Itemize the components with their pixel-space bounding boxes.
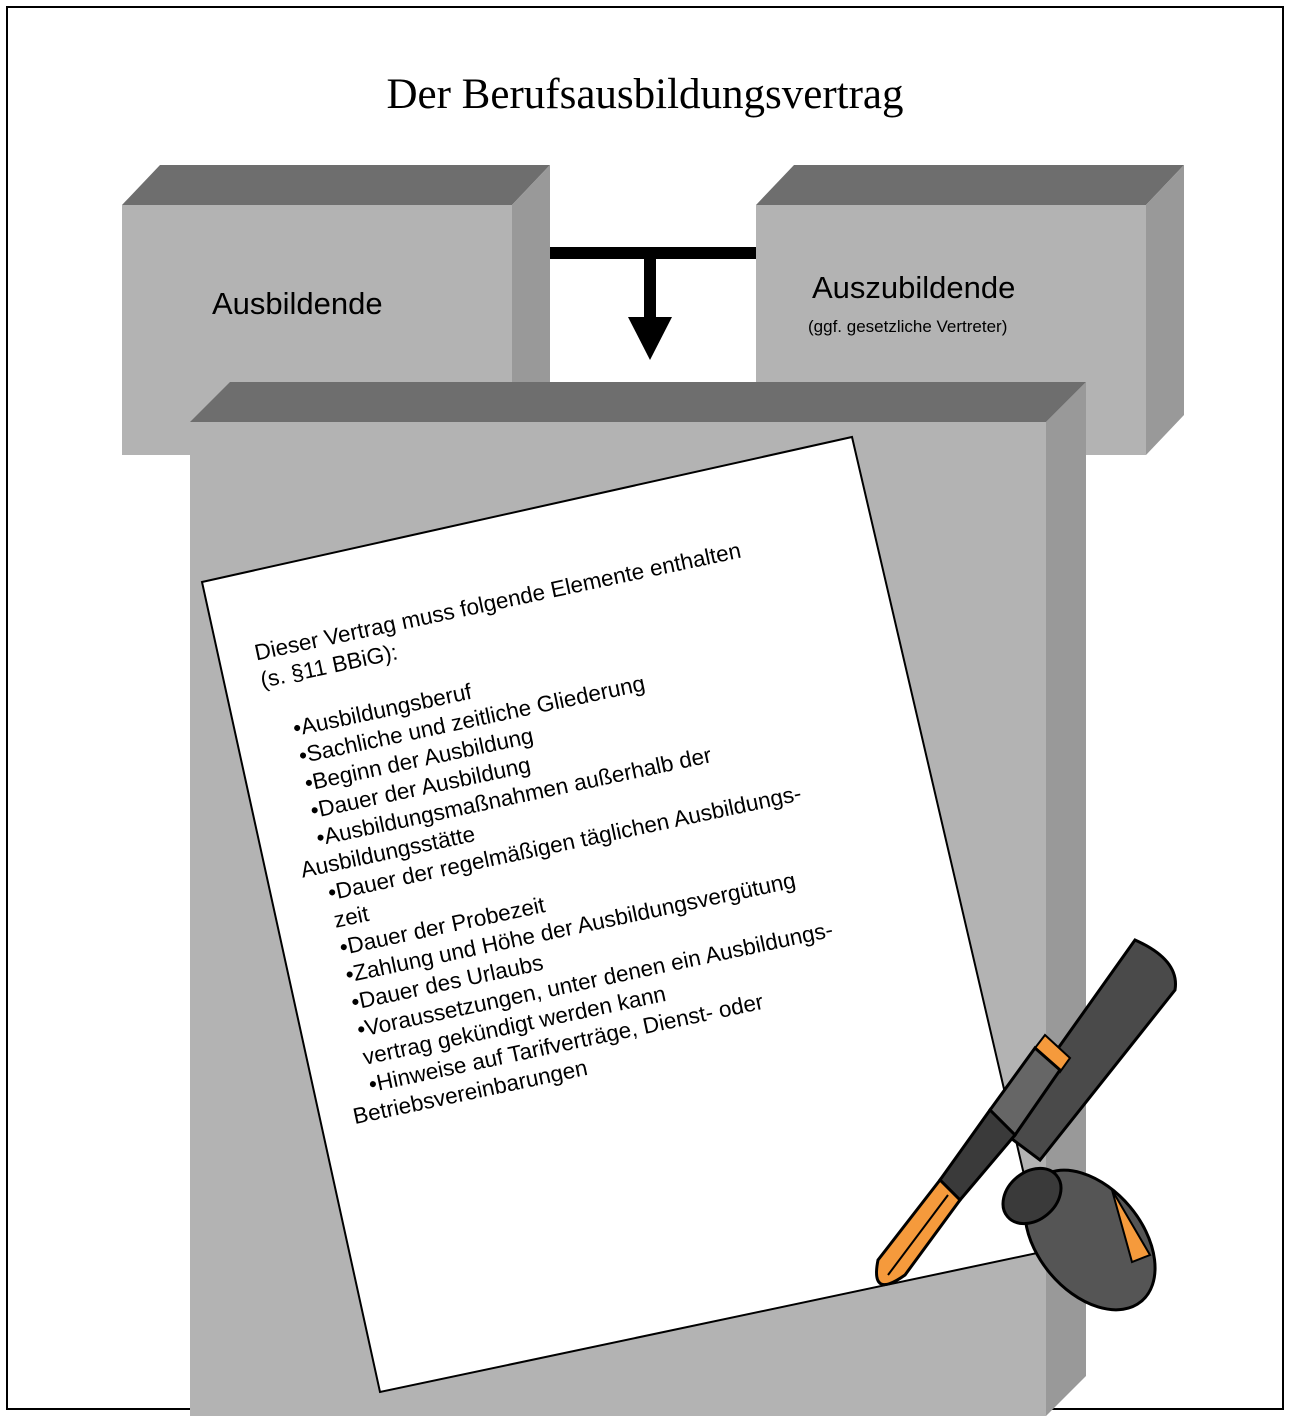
pen-cap-opening bbox=[1001, 1166, 1063, 1226]
fountain-pen-icon bbox=[875, 938, 1177, 1286]
box-ausbildende-top bbox=[122, 165, 550, 205]
arrow-head bbox=[628, 317, 672, 360]
party-ausbildende-label: Ausbildende bbox=[212, 286, 383, 321]
party-auszubildende-sublabel: (ggf. gesetzliche Vertreter) bbox=[808, 317, 1008, 336]
box-auszubildende-side bbox=[1146, 165, 1184, 455]
party-auszubildende-label: Auszubildende bbox=[812, 270, 1016, 305]
pen-cap-clip bbox=[1111, 1189, 1152, 1264]
box-vertrag-top bbox=[190, 382, 1086, 422]
arrow-shaft bbox=[644, 253, 656, 323]
page-title: Der Berufsausbildungsvertrag bbox=[386, 71, 904, 118]
box-auszubildende-top bbox=[756, 165, 1184, 205]
box-vertrag-side bbox=[1046, 382, 1086, 1416]
down-arrow-icon bbox=[550, 247, 756, 360]
pen-cap-icon bbox=[1001, 1166, 1157, 1312]
pen-barrel-upper bbox=[997, 938, 1177, 1163]
pen-nib-slit bbox=[887, 1194, 949, 1276]
